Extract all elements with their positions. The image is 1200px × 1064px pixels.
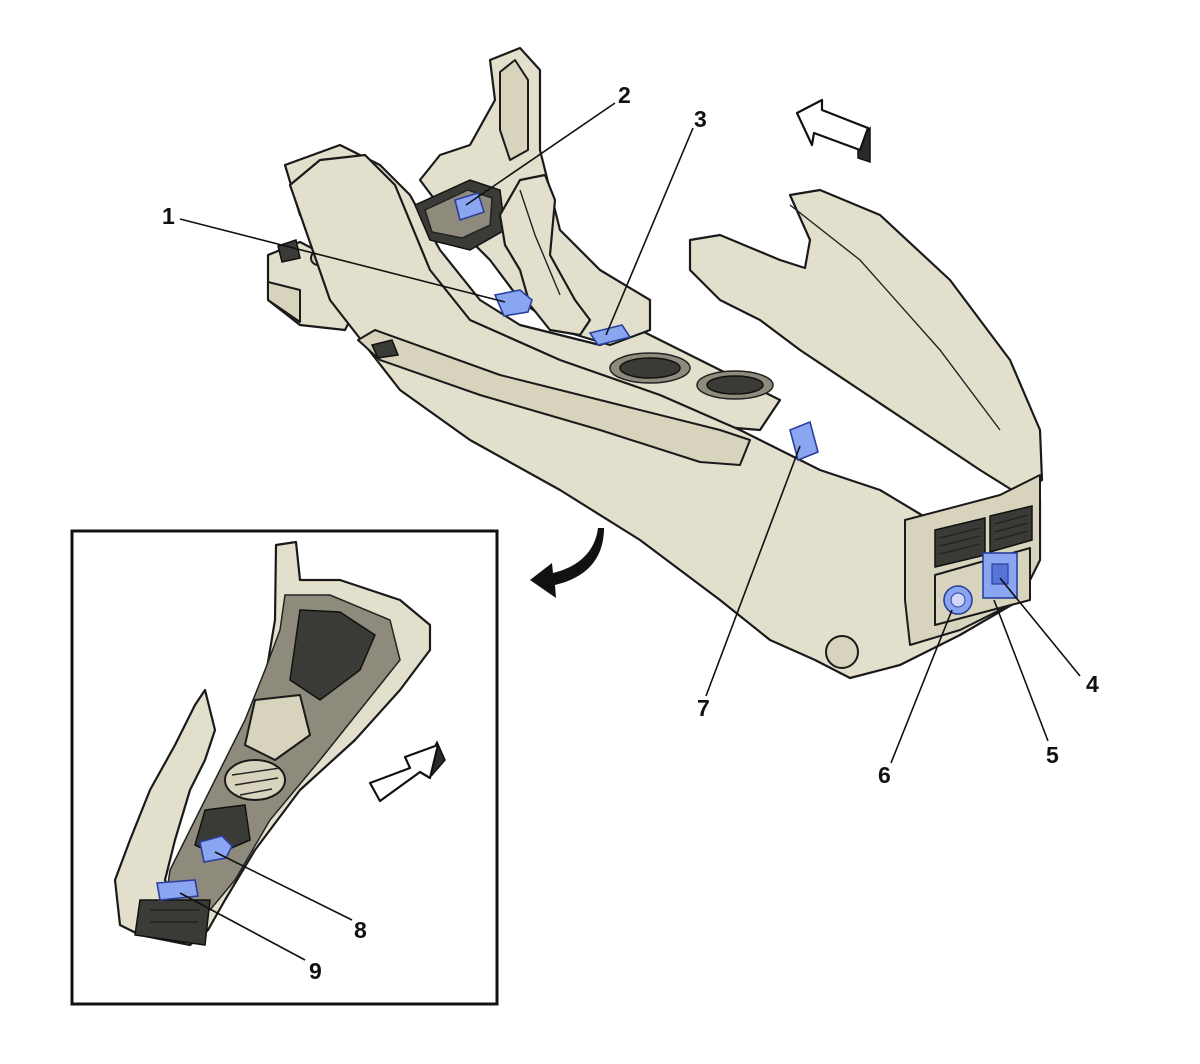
callout-2: 2	[618, 82, 631, 108]
shifter-switch-part-3	[588, 324, 632, 346]
center-console-main-view	[266, 46, 1044, 680]
callout-9: 9	[309, 958, 322, 984]
console-side-rail	[357, 329, 751, 466]
inset-console-view	[113, 540, 432, 947]
callout-7: 7	[697, 695, 710, 721]
console-side-cap	[825, 635, 859, 669]
rear-air-vents	[934, 505, 1033, 568]
inset-component-part-9	[156, 879, 199, 901]
gear-shifter-knob	[498, 173, 592, 337]
inset-component-part-8	[199, 835, 233, 863]
upper-switch-part-2	[454, 192, 485, 222]
shifter-switch-part-1	[493, 289, 533, 317]
forward-direction-arrow-icon	[795, 98, 871, 164]
callout-labels: 1 2 3 4 5 6 7 8 9	[162, 82, 1099, 984]
callout-3: 3	[694, 106, 707, 132]
callout-6: 6	[878, 762, 891, 788]
callout-8: 8	[354, 917, 367, 943]
armrest-lid-open	[688, 188, 1044, 497]
callout-5: 5	[1046, 742, 1059, 768]
inset-forward-arrow-icon	[368, 740, 446, 803]
usb-port-part-7	[789, 420, 819, 462]
callout-leader-lines	[179, 102, 1081, 961]
view-rotation-arrow-icon	[530, 528, 604, 598]
callout-1: 1	[162, 203, 175, 229]
callout-4: 4	[1086, 671, 1099, 697]
